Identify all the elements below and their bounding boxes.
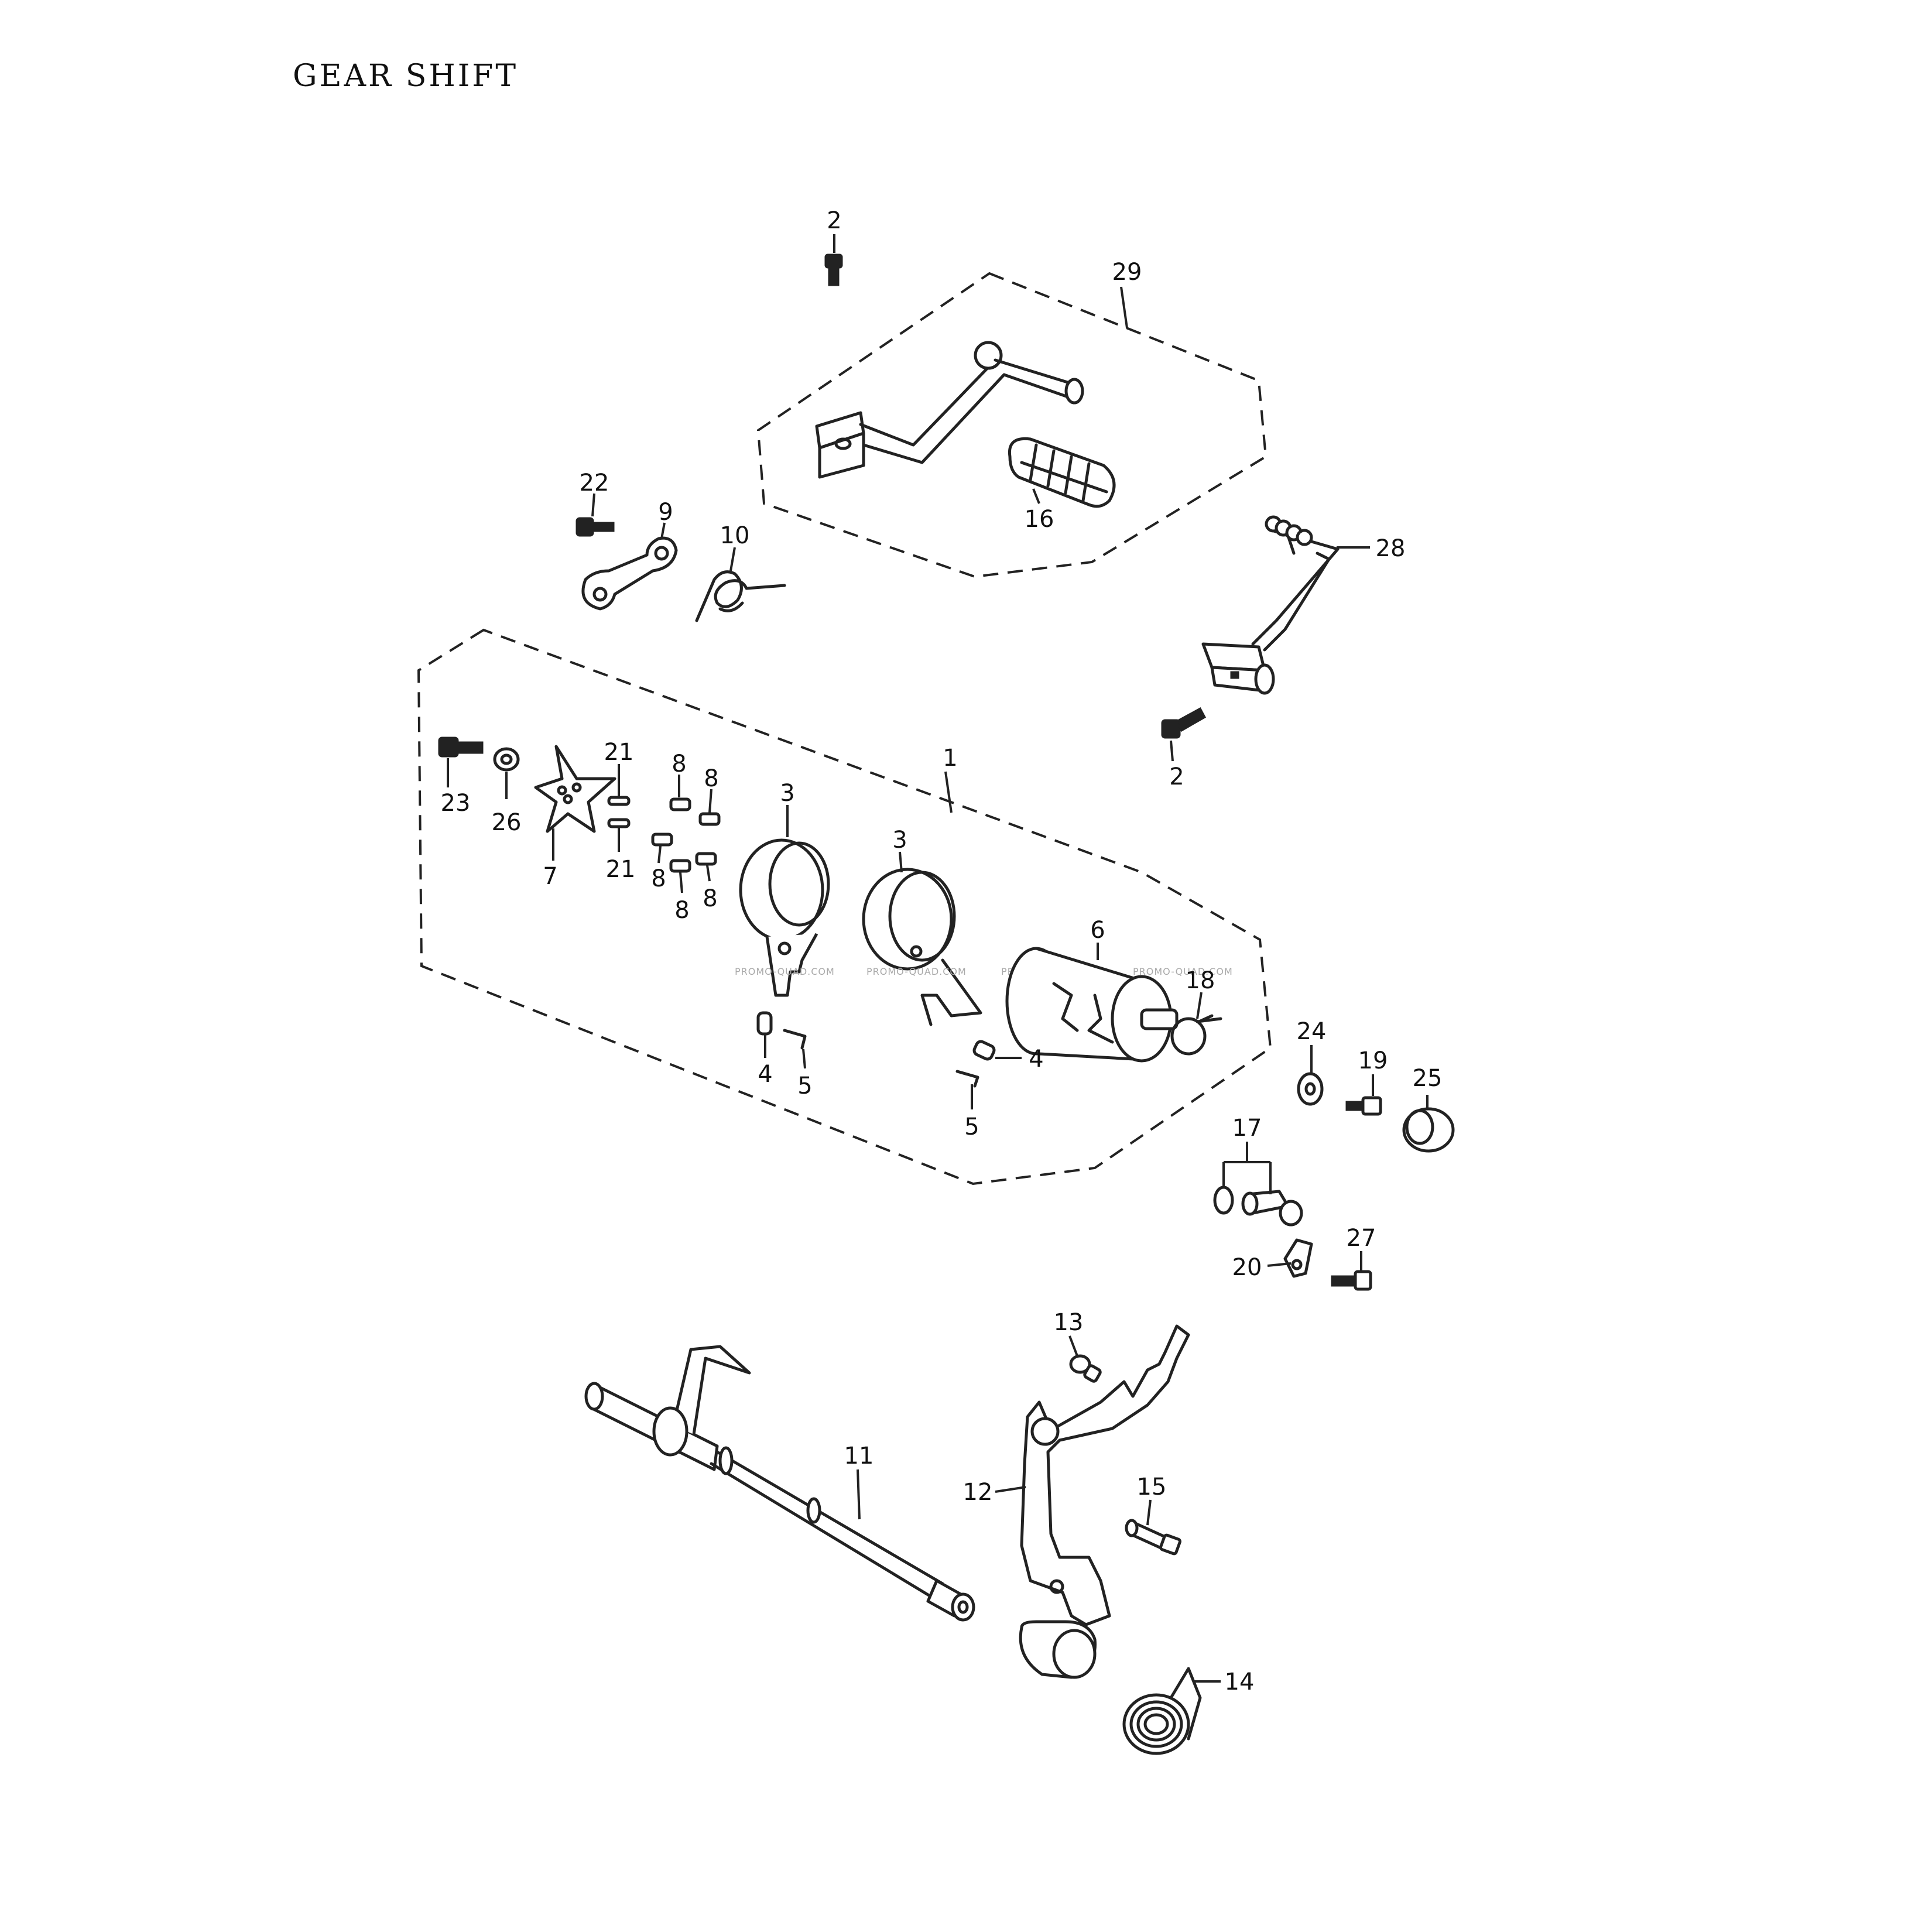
bolt-19-part bbox=[1345, 1096, 1382, 1116]
pin-8-d-part bbox=[669, 859, 691, 873]
callout-7: 7 bbox=[543, 863, 557, 890]
callout-19: 19 bbox=[1358, 1047, 1388, 1074]
callout-21-bottom: 21 bbox=[606, 856, 636, 883]
callout-26: 26 bbox=[492, 809, 522, 836]
washer-24-part bbox=[1297, 1072, 1324, 1106]
clip-18-part bbox=[1170, 1014, 1222, 1056]
stopper-spring-part bbox=[695, 570, 786, 622]
callout-8-a: 8 bbox=[672, 751, 686, 777]
drum-star-part bbox=[534, 745, 616, 833]
clip-5-right-part bbox=[955, 1070, 979, 1088]
callout-17: 17 bbox=[1232, 1115, 1262, 1142]
pedal-assembly-outline bbox=[756, 272, 1268, 578]
bolt-2-lower-part bbox=[1161, 707, 1207, 739]
pin-21-bottom-part bbox=[607, 818, 631, 828]
callout-13: 13 bbox=[1054, 1309, 1084, 1336]
bolt-23-part bbox=[438, 737, 484, 758]
page-title: GEAR SHIFT bbox=[293, 59, 519, 94]
leader-lines bbox=[447, 234, 1429, 1683]
callout-4-left: 4 bbox=[758, 1061, 772, 1088]
shift-pedal-rubber-part bbox=[1008, 437, 1116, 508]
callout-21-top: 21 bbox=[604, 739, 634, 766]
callout-27: 27 bbox=[1347, 1225, 1376, 1252]
callout-16: 16 bbox=[1025, 506, 1054, 533]
callout-labels: 2 29 16 22 9 10 28 2 23 26 7 21 21 8 8 8… bbox=[441, 207, 1443, 1695]
pin-4-right-part bbox=[972, 1040, 996, 1061]
shift-pedal-28-part bbox=[1201, 515, 1340, 695]
pin-8-a-part bbox=[669, 797, 691, 811]
callout-3-right: 3 bbox=[892, 827, 907, 854]
pin-4-left-part bbox=[756, 1011, 773, 1036]
pin-13-part bbox=[1069, 1354, 1102, 1383]
callout-25: 25 bbox=[1413, 1065, 1443, 1092]
shift-drum-part bbox=[1005, 947, 1179, 1063]
callout-3-left: 3 bbox=[780, 780, 794, 807]
callout-29: 29 bbox=[1112, 259, 1142, 286]
cap-25-part bbox=[1402, 1107, 1455, 1153]
shift-fork-left-part bbox=[739, 838, 830, 997]
drum-assembly-outline bbox=[417, 628, 1272, 1186]
bolt-15-part bbox=[1125, 1519, 1181, 1556]
watermark-4: PROMO-QUAD.COM bbox=[1133, 966, 1233, 977]
callout-15: 15 bbox=[1137, 1474, 1167, 1501]
washer-26-part bbox=[493, 747, 520, 772]
callout-8-c: 8 bbox=[651, 865, 666, 892]
callout-12: 12 bbox=[963, 1479, 993, 1506]
shaft-17-part bbox=[1213, 1186, 1303, 1227]
callout-20: 20 bbox=[1232, 1254, 1262, 1281]
callout-14: 14 bbox=[1225, 1669, 1255, 1695]
callout-28: 28 bbox=[1376, 535, 1406, 562]
callout-11: 11 bbox=[844, 1443, 874, 1469]
bolt-2-top-part bbox=[824, 254, 843, 286]
pin-21-top-part bbox=[607, 796, 631, 806]
callout-5-right: 5 bbox=[964, 1114, 979, 1140]
callout-22: 22 bbox=[580, 470, 609, 496]
pin-8-c-part bbox=[651, 833, 673, 847]
clip-5-left-part bbox=[783, 1029, 807, 1050]
callout-1: 1 bbox=[943, 745, 957, 772]
shift-fork-right-part bbox=[862, 868, 982, 1026]
callout-6: 6 bbox=[1090, 917, 1105, 944]
callout-9: 9 bbox=[658, 499, 673, 526]
callout-10: 10 bbox=[720, 522, 750, 549]
watermark-1: PROMO-QUAD.COM bbox=[735, 966, 835, 977]
callout-18: 18 bbox=[1186, 967, 1215, 994]
shift-pedal-part bbox=[815, 341, 1084, 479]
callout-5-left: 5 bbox=[797, 1073, 812, 1099]
shift-spindle-part bbox=[584, 1345, 975, 1622]
callout-8-e: 8 bbox=[703, 885, 717, 912]
pin-8-b-part bbox=[698, 812, 721, 826]
callout-4-right: 4 bbox=[1029, 1046, 1043, 1073]
plate-20-part bbox=[1283, 1238, 1313, 1278]
bolt-27-part bbox=[1331, 1270, 1372, 1291]
bolt-22-part bbox=[576, 517, 615, 537]
callout-8-d: 8 bbox=[674, 897, 689, 924]
callout-23: 23 bbox=[441, 790, 471, 817]
callout-24: 24 bbox=[1297, 1018, 1327, 1045]
stopper-arm-part bbox=[581, 536, 678, 611]
callout-2-top: 2 bbox=[827, 207, 841, 234]
shift-arm-part bbox=[1019, 1324, 1190, 1679]
pin-8-e-part bbox=[695, 852, 717, 866]
watermark-2: PROMO-QUAD.COM bbox=[866, 966, 967, 977]
callout-8-b: 8 bbox=[704, 765, 718, 792]
callout-2-lower: 2 bbox=[1169, 763, 1184, 790]
return-spring-part bbox=[1122, 1667, 1202, 1755]
